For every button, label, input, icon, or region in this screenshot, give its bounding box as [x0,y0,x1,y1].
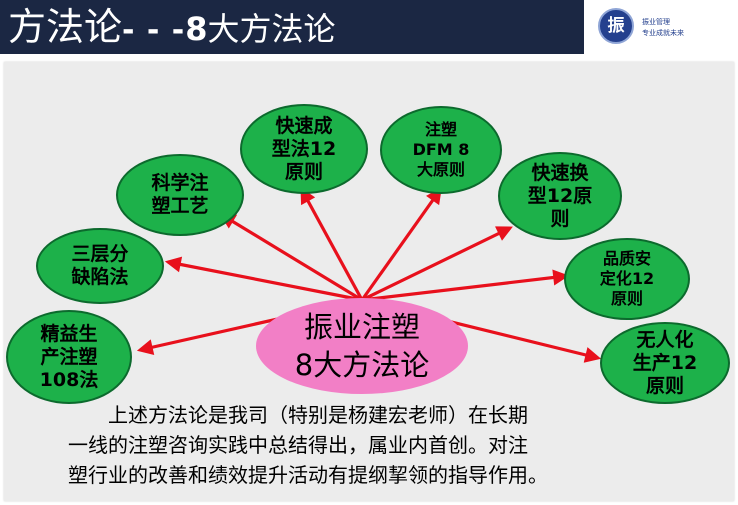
logo-text-name: 振业管理 [642,18,670,26]
node-three-layer-defect: 三层分 缺陷法 [36,228,164,304]
node-dfm: 注塑 DFM 8 大原则 [380,106,502,194]
arrow-to-quality [361,269,570,302]
description-line: 塑行业的改善和绩效提升活动有提纲挈领的指导作用。 [68,463,548,487]
header-bar: 方法论- - -8大方法论 振 振业管理 专业成就未来 [0,0,738,54]
title-main: 方法论 [8,5,123,49]
page-title: 方法论- - -8大方法论 [8,4,336,54]
arrow-to-scientific [219,213,363,302]
title-number: 8 [185,10,208,48]
title-sub: 大方法论 [207,10,336,48]
arrow-to-quick-change [361,226,513,302]
center-node: 振业注塑 8大方法论 [256,298,468,394]
arrow-to-three-layer [164,256,363,302]
node-quality-stabilization: 品质安 定化12 原则 [564,238,690,320]
arrow-to-dfm [360,187,442,301]
logo-text-slogan: 专业成就未来 [642,29,684,37]
node-lean-molding: 精益生 产注塑 108法 [6,310,132,404]
description-line: 上述方法论是我司（特别是杨建宏老师）在长期 [108,403,528,427]
arrow-to-rapid-mold [300,187,364,301]
company-logo: 振 振业管理 专业成就未来 [584,0,738,54]
title-dashes: - - - [122,13,186,48]
description-paragraph: 上述方法论是我司（特别是杨建宏老师）在长期 一线的注塑咨询实践中总结得出，属业内… [68,400,668,490]
logo-seal-icon: 振 [598,8,634,44]
node-quick-changeover: 快速换 型12原 则 [498,152,622,240]
node-rapid-molding: 快速成 型法12 原则 [240,104,368,194]
node-unmanned-production: 无人化 生产12 原则 [600,322,730,404]
description-line: 一线的注塑咨询实践中总结得出，属业内首创。对注 [68,433,528,457]
node-scientific-process: 科学注 塑工艺 [116,154,244,236]
